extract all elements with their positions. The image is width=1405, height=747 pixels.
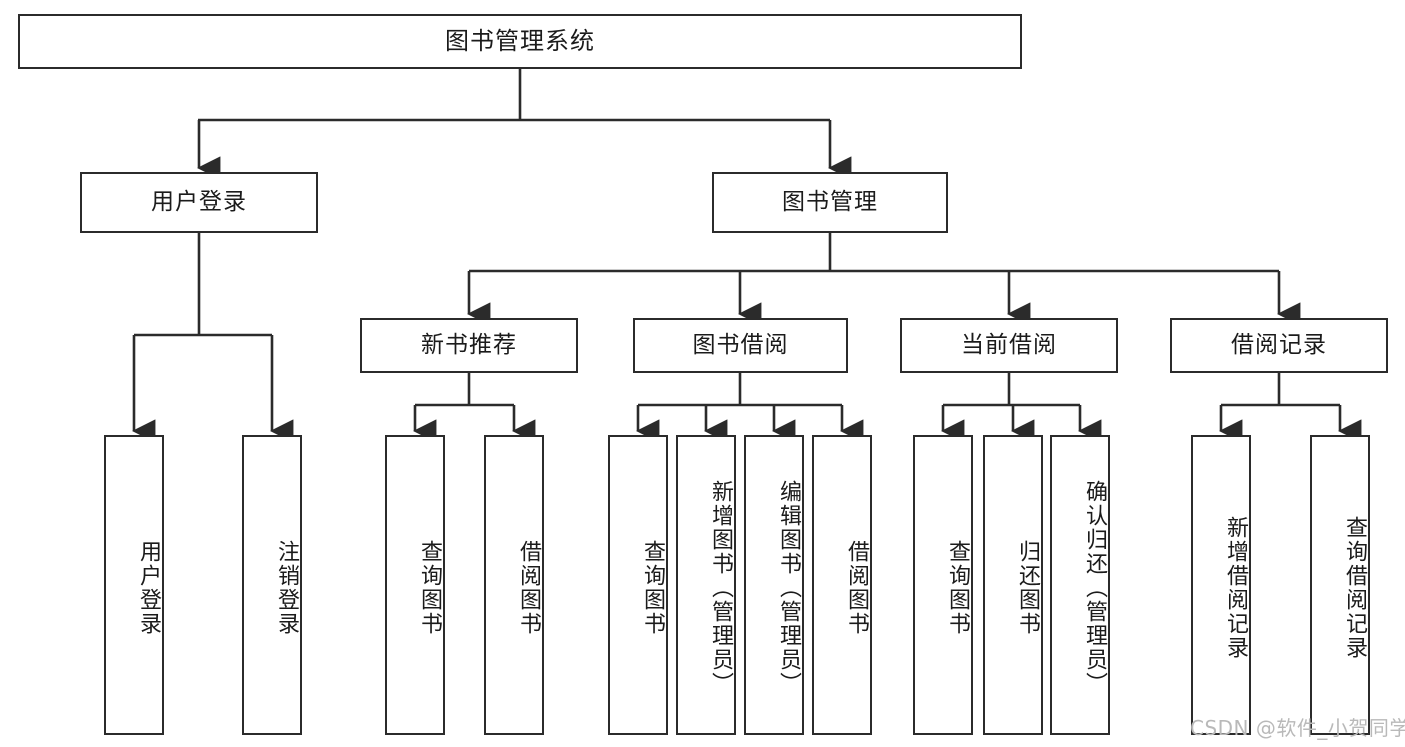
- node-leaf-recommend-query-book-label: 查询图书: [417, 540, 442, 636]
- watermark: CSDN @软件_小贺同学: [1190, 716, 1405, 740]
- node-root-label: 图书管理系统: [445, 27, 595, 56]
- node-borrow-record-label: 借阅记录: [1231, 331, 1327, 358]
- node-leaf-user-logout-label: 注销登录: [274, 540, 299, 636]
- node-book-borrow[interactable]: 图书借阅: [633, 318, 848, 373]
- node-book-manage-label: 图书管理: [782, 188, 878, 215]
- node-book-manage[interactable]: 图书管理: [712, 172, 948, 233]
- node-leaf-record-add-label: 新增借阅记录: [1223, 516, 1248, 660]
- node-leaf-user-logout[interactable]: 注销登录: [242, 435, 302, 735]
- node-leaf-borrow-add-book-label: 新增图书（管理员）: [708, 480, 733, 696]
- node-leaf-current-query-book-label: 查询图书: [945, 540, 970, 636]
- node-new-book-recommend[interactable]: 新书推荐: [360, 318, 578, 373]
- node-leaf-record-query-label: 查询借阅记录: [1342, 516, 1367, 660]
- node-current-borrow-label: 当前借阅: [961, 331, 1057, 358]
- node-leaf-borrow-take-book-label: 借阅图书: [844, 540, 869, 636]
- node-user-login[interactable]: 用户登录: [80, 172, 318, 233]
- node-leaf-borrow-take-book[interactable]: 借阅图书: [812, 435, 872, 735]
- node-leaf-recommend-borrow-book[interactable]: 借阅图书: [484, 435, 544, 735]
- node-leaf-borrow-query-book[interactable]: 查询图书: [608, 435, 668, 735]
- node-leaf-current-query-book[interactable]: 查询图书: [913, 435, 973, 735]
- node-leaf-user-login[interactable]: 用户登录: [104, 435, 164, 735]
- node-leaf-current-confirm-return-label: 确认归还（管理员）: [1082, 480, 1107, 696]
- node-new-book-recommend-label: 新书推荐: [421, 331, 517, 358]
- node-leaf-borrow-query-book-label: 查询图书: [640, 540, 665, 636]
- node-leaf-borrow-edit-book-label: 编辑图书（管理员）: [776, 480, 801, 696]
- node-leaf-current-return-book-label: 归还图书: [1015, 540, 1040, 636]
- node-book-borrow-label: 图书借阅: [692, 331, 789, 358]
- node-root[interactable]: 图书管理系统: [18, 14, 1022, 69]
- node-leaf-record-query[interactable]: 查询借阅记录: [1310, 435, 1370, 735]
- node-leaf-user-login-label: 用户登录: [136, 540, 161, 636]
- node-leaf-current-confirm-return[interactable]: 确认归还（管理员）: [1050, 435, 1110, 735]
- node-leaf-record-add[interactable]: 新增借阅记录: [1191, 435, 1251, 735]
- node-leaf-borrow-edit-book[interactable]: 编辑图书（管理员）: [744, 435, 804, 735]
- node-leaf-recommend-borrow-book-label: 借阅图书: [516, 540, 541, 636]
- node-leaf-recommend-query-book[interactable]: 查询图书: [385, 435, 445, 735]
- node-current-borrow[interactable]: 当前借阅: [900, 318, 1118, 373]
- node-user-login-label: 用户登录: [151, 188, 247, 215]
- node-leaf-current-return-book[interactable]: 归还图书: [983, 435, 1043, 735]
- node-leaf-borrow-add-book[interactable]: 新增图书（管理员）: [676, 435, 736, 735]
- node-borrow-record[interactable]: 借阅记录: [1170, 318, 1388, 373]
